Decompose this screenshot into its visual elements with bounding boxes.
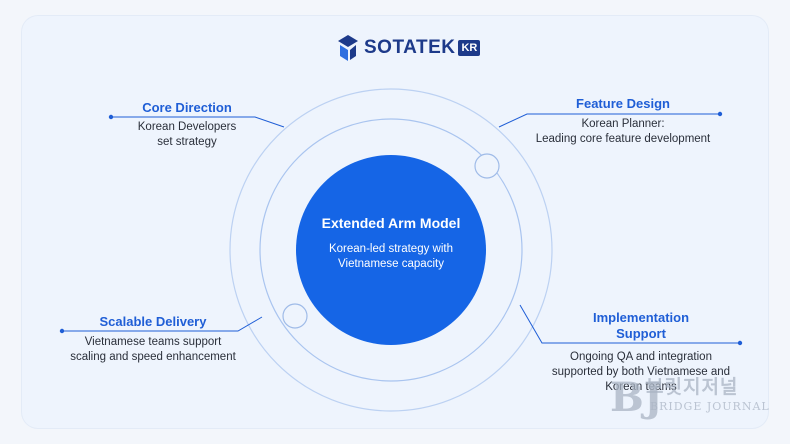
orbit-node-bottom-left	[282, 303, 308, 329]
orbit-node-top-right	[474, 153, 500, 179]
node-core-direction: Core Direction Korean Developers set str…	[104, 100, 270, 150]
node-desc-line3: Korean teams	[605, 381, 677, 393]
node-title: Scalable Delivery	[99, 314, 207, 329]
logo-wordmark: SOTATEK	[364, 37, 456, 58]
bridge-journal-watermark: BJ 브릿지저널 BRIDGE JOURNAL	[604, 372, 784, 424]
outer-ring	[229, 88, 553, 412]
node-desc-line2: set strategy	[157, 136, 217, 148]
node-feature-design: Feature Design Korean Planner: Leading c…	[514, 96, 732, 147]
connector-implementation-support	[519, 304, 740, 344]
node-title: Core Direction	[142, 100, 232, 115]
node-scalable-delivery: Scalable Delivery Vietnamese teams suppo…	[48, 314, 258, 365]
node-desc-line1: Vietnamese teams support	[84, 336, 222, 348]
connector-dot-scalable-delivery	[59, 328, 65, 334]
connector-feature-design	[498, 113, 720, 128]
logo-badge: KR	[458, 40, 481, 56]
node-title-line1: Implementation	[592, 310, 690, 325]
connector-core-direction	[111, 116, 285, 128]
connector-scalable-delivery	[62, 316, 263, 332]
node-desc-line1: Ongoing QA and integration	[570, 351, 712, 363]
node-title: Feature Design	[576, 96, 670, 111]
connector-dot-implementation-support	[737, 340, 743, 346]
node-implementation-support: Implementation Support Ongoing QA and in…	[534, 310, 748, 395]
node-desc-line2: supported by both Vietnamese and	[551, 366, 731, 378]
center-content: Extended Arm Model Korean-led strategy w…	[300, 214, 482, 272]
center-subtitle-line1: Korean-led strategy with	[328, 243, 453, 255]
watermark-mark: BJ	[610, 374, 663, 421]
node-desc-line1: Korean Planner:	[581, 118, 665, 130]
connector-dot-feature-design	[717, 111, 723, 117]
center-subtitle-line2: Vietnamese capacity	[338, 258, 444, 270]
node-title-line2: Support	[616, 326, 666, 341]
sotatek-logo: SOTATEK KR	[338, 34, 481, 62]
sotatek-logo-icon	[338, 35, 358, 61]
center-subtitle: Korean-led strategy with Vietnamese capa…	[300, 242, 482, 272]
watermark-english: BRIDGE JOURNAL	[650, 400, 770, 413]
node-desc-line2: scaling and speed enhancement	[70, 351, 236, 363]
node-desc-line2: Leading core feature development	[535, 133, 711, 145]
inner-ring	[259, 118, 523, 382]
center-circle	[296, 155, 486, 345]
center-title: Extended Arm Model	[321, 215, 461, 231]
node-desc-line1: Korean Developers	[137, 121, 237, 133]
connector-dot-core-direction	[108, 114, 114, 120]
watermark-korean: 브릿지저널	[646, 377, 739, 398]
